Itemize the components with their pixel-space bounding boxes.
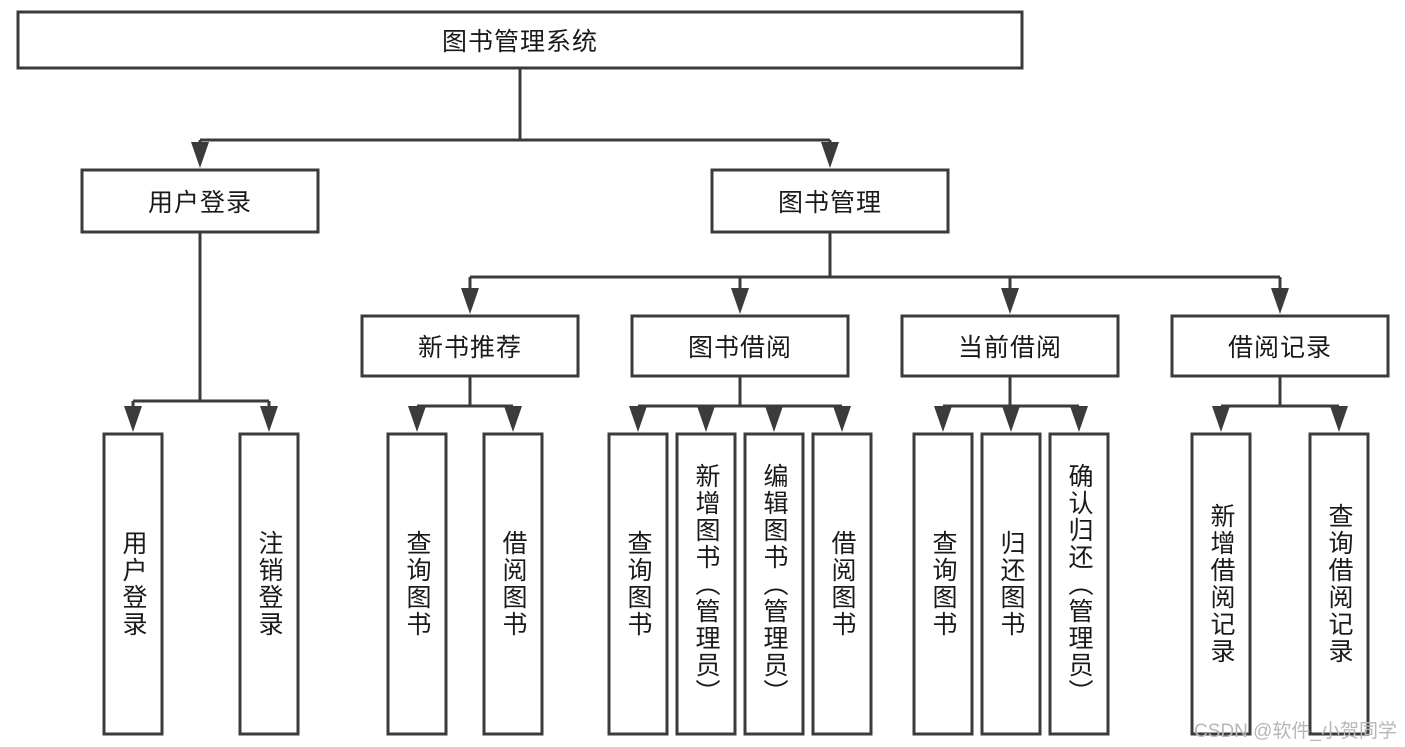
arrow-head-icon: [731, 288, 749, 314]
node-box-leaf-add-borrow-record[interactable]: [1190, 432, 1252, 736]
node-box-leaf-return-book[interactable]: [980, 432, 1042, 736]
arrow-head-icon: [1001, 288, 1019, 314]
connectors-layer: [124, 68, 1348, 432]
arrow-head-icon: [124, 406, 142, 432]
arrow-head-icon: [1212, 406, 1230, 432]
node-box-leaf-borrow-book[interactable]: [811, 432, 873, 736]
arrow-head-icon: [1271, 288, 1289, 314]
boxes-layer: [16, 10, 1390, 736]
arrow-head-icon: [833, 406, 851, 432]
arrow-head-icon: [260, 406, 278, 432]
node-box-leaf-query-book-recommend[interactable]: [386, 432, 448, 736]
node-box-leaf-user-login[interactable]: [102, 432, 164, 736]
node-box-leaf-query-book-borrow[interactable]: [607, 432, 669, 736]
node-box-leaf-query-book-current[interactable]: [912, 432, 974, 736]
arrow-head-icon: [1070, 406, 1088, 432]
arrow-head-icon: [504, 406, 522, 432]
arrow-head-icon: [821, 142, 839, 168]
node-box-user-login[interactable]: [80, 168, 320, 234]
arrow-head-icon: [697, 406, 715, 432]
node-box-borrow-records[interactable]: [1170, 314, 1390, 378]
node-box-book-management[interactable]: [710, 168, 950, 234]
arrow-head-icon: [408, 406, 426, 432]
arrow-head-icon: [1330, 406, 1348, 432]
arrow-head-icon: [461, 288, 479, 314]
arrow-head-icon: [765, 406, 783, 432]
arrow-head-icon: [191, 142, 209, 168]
arrow-head-icon: [934, 406, 952, 432]
node-box-book-borrow[interactable]: [630, 314, 850, 378]
node-box-leaf-borrow-book-recommend[interactable]: [482, 432, 544, 736]
node-box-new-book-recommend[interactable]: [360, 314, 580, 378]
node-box-leaf-confirm-return[interactable]: [1048, 432, 1110, 736]
node-box-leaf-logout[interactable]: [238, 432, 300, 736]
arrow-head-icon: [1002, 406, 1020, 432]
node-box-leaf-edit-book[interactable]: [743, 432, 805, 736]
arrow-head-icon: [629, 406, 647, 432]
node-box-current-borrow[interactable]: [900, 314, 1120, 378]
node-box-leaf-query-borrow-record[interactable]: [1308, 432, 1370, 736]
node-box-leaf-add-book[interactable]: [675, 432, 737, 736]
node-box-root[interactable]: [16, 10, 1024, 70]
